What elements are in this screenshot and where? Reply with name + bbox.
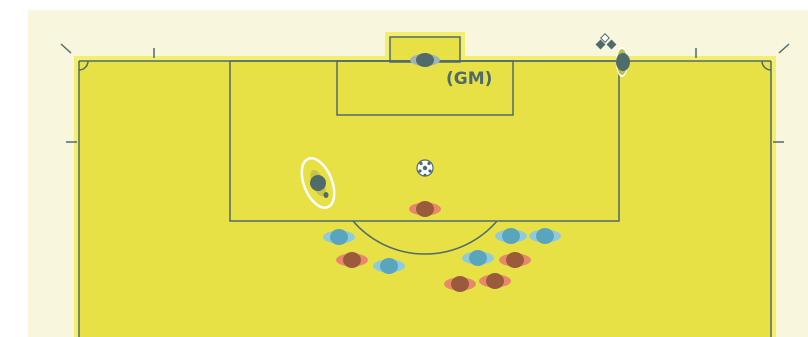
diamond-marker-icon — [595, 33, 617, 50]
corner-arc-right — [761, 60, 772, 71]
corner-diagonal-right — [778, 43, 790, 54]
blue-player — [323, 229, 355, 245]
red-player — [499, 252, 531, 268]
red-team — [336, 201, 531, 292]
red-player — [444, 276, 476, 292]
corner-arc-left — [78, 60, 89, 71]
corner-diagonal-left — [60, 43, 72, 54]
blue-player — [462, 250, 494, 266]
red-player — [336, 252, 368, 268]
blue-player — [373, 258, 405, 274]
red-player — [479, 273, 511, 289]
blue-team — [323, 228, 561, 274]
blue-player — [529, 228, 561, 244]
red-player — [409, 201, 441, 217]
goalkeeper-label: (GM) — [446, 69, 492, 89]
penalty-arc — [352, 220, 498, 255]
corner-defender — [616, 47, 630, 77]
pitch — [60, 32, 790, 337]
blue-player — [495, 228, 527, 244]
goalkeeper-player — [410, 53, 440, 67]
pitch-surface — [79, 61, 771, 337]
soccer-ball-icon — [416, 159, 434, 177]
highlighted-player — [300, 157, 336, 209]
